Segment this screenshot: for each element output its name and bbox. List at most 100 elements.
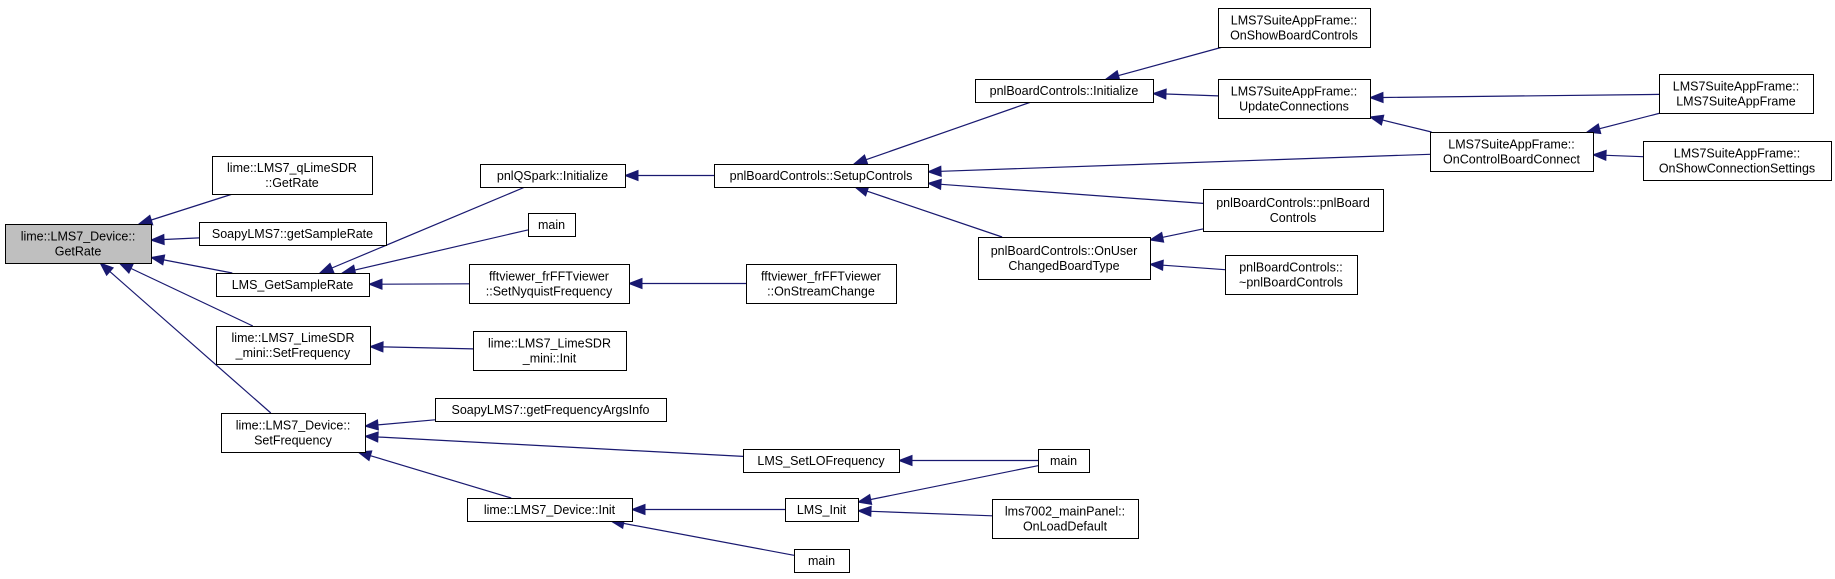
edges-layer [99,46,1661,556]
arrowhead-n26-to-n22 [1368,91,1384,104]
node-label: _mini::SetFrequency [235,346,351,360]
node-box[interactable] [978,237,1151,280]
node-label: GetRate [55,245,102,259]
graph-node[interactable]: LMS7SuiteAppFrame::OnControlBoardConnect [1430,132,1594,172]
graph-node[interactable]: main [528,213,576,237]
node-box[interactable] [743,449,900,473]
node-label: lime::LMS7_LimeSDR [488,337,611,351]
node-box[interactable] [5,224,152,264]
edge-n11-to-n5 [370,455,512,499]
graph-node[interactable]: lime::LMS7_qLimeSDR::GetRate [212,156,373,195]
node-box[interactable] [212,156,373,195]
node-box[interactable] [528,213,576,237]
arrowhead-n25-to-n22 [1368,114,1385,126]
node-box[interactable] [1430,132,1594,172]
arrowhead-n19-to-n14 [897,454,913,467]
node-label: SetFrequency [254,434,333,448]
arrowhead-n8-to-n3 [367,278,383,290]
edge-n7-to-n3 [354,229,529,271]
node-label: main [808,554,835,568]
node-box[interactable] [480,164,626,188]
node-label: ::GetRate [265,176,319,190]
graph-node[interactable]: pnlBoardControls::SetupControls [714,164,929,188]
graph-node[interactable]: pnlBoardControls::~pnlBoardControls [1225,255,1358,295]
node-label: ~pnlBoardControls [1239,276,1343,290]
graph-node[interactable]: SoapyLMS7::getFrequencyArgsInfo [435,398,667,422]
edge-n22-to-n17 [1165,93,1219,97]
graph-node[interactable]: main [794,549,850,573]
node-box[interactable] [221,413,366,453]
node-label: LMS7SuiteAppFrame:: [1231,14,1357,28]
arrowhead-n15-to-n11 [630,503,646,516]
node-label: fftviewer_frFFTviewer [489,270,609,284]
arrowhead-n9-to-n4 [368,341,384,353]
graph-node[interactable]: LMS7SuiteAppFrame::UpdateConnections [1218,79,1371,119]
node-box[interactable] [746,264,897,304]
edge-n25-to-n12 [940,153,1431,172]
node-label: pnlBoardControls:: [1239,261,1343,275]
graph-node[interactable]: lime::LMS7_LimeSDR_mini::SetFrequency [216,326,371,365]
edge-n4-to-n0 [130,267,254,327]
graph-node[interactable]: pnlBoardControls::Initialize [975,79,1154,103]
node-box[interactable] [1203,189,1384,232]
node-box[interactable] [467,498,633,522]
node-box[interactable] [1659,74,1814,114]
root-node[interactable]: lime::LMS7_Device::GetRate [5,224,152,264]
node-label: pnlQSpark::Initialize [497,169,608,183]
node-label: LMS_SetLOFrequency [757,454,885,468]
node-box[interactable] [435,398,667,422]
graph-node[interactable]: lime::LMS7_Device::Init [467,498,633,522]
node-box[interactable] [794,549,850,573]
node-label: Controls [1270,211,1317,225]
graph-node[interactable]: pnlQSpark::Initialize [480,164,626,188]
graph-node[interactable]: LMS_SetLOFrequency [743,449,900,473]
node-box[interactable] [1218,8,1371,48]
node-box[interactable] [714,164,929,188]
node-box[interactable] [1038,449,1090,473]
node-box[interactable] [1218,79,1371,119]
graph-node[interactable]: lime::LMS7_Device::SetFrequency [221,413,366,453]
node-box[interactable] [992,499,1139,539]
edge-n27-to-n25 [1605,154,1644,158]
node-label: pnlBoardControls::pnlBoard [1216,196,1370,210]
arrowhead-n27-to-n25 [1591,149,1607,162]
node-box[interactable] [975,79,1154,103]
node-box[interactable] [469,264,630,304]
graph-node[interactable]: pnlBoardControls::pnlBoardControls [1203,189,1384,232]
node-box[interactable] [1225,255,1358,295]
graph-node[interactable]: fftviewer_frFFTviewer::SetNyquistFrequen… [469,264,630,304]
node-box[interactable] [216,273,370,297]
edge-n5-to-n0 [109,271,272,414]
graph-node[interactable]: LMS7SuiteAppFrame::OnShowBoardControls [1218,8,1371,48]
node-label: LMS7SuiteAppFrame:: [1674,147,1800,161]
arrowhead-n3-to-n0 [149,254,166,266]
node-box[interactable] [1643,141,1832,181]
arrowhead-n20-to-n15 [856,505,872,518]
node-box[interactable] [199,222,387,246]
edge-n18-to-n12 [867,190,1003,238]
edge-n17-to-n12 [865,101,1032,161]
graph-node[interactable]: SoapyLMS7::getSampleRate [199,222,387,246]
node-box[interactable] [785,498,859,522]
node-box[interactable] [216,326,371,365]
graph-node[interactable]: main [1038,449,1090,473]
graph-node[interactable]: lime::LMS7_LimeSDR_mini::Init [473,331,627,371]
graph-node[interactable]: LMS7SuiteAppFrame::OnShowConnectionSetti… [1643,141,1832,181]
arrowhead-n1-to-n0 [137,214,154,226]
node-label: LMS7SuiteAppFrame:: [1673,80,1799,94]
graph-node[interactable]: LMS_GetSampleRate [216,273,370,297]
graph-node[interactable]: LMS_Init [785,498,859,522]
arrowhead-n12-to-n6 [623,169,639,182]
edge-n23-to-n18 [1162,228,1204,238]
node-box[interactable] [473,331,627,371]
graph-node[interactable]: LMS7SuiteAppFrame::LMS7SuiteAppFrame [1659,74,1814,114]
arrowhead-n14-to-n5 [363,431,379,443]
graph-node[interactable]: fftviewer_frFFTviewer::OnStreamChange [746,264,897,304]
edge-n6-to-n3 [331,186,526,269]
graph-node[interactable]: lms7002_mainPanel::OnLoadDefault [992,499,1139,539]
node-label: lms7002_mainPanel:: [1005,505,1125,519]
node-label: lime::LMS7_LimeSDR [232,331,355,345]
node-label: LMS7SuiteAppFrame:: [1231,85,1357,99]
edge-n3-to-n0 [163,259,233,274]
